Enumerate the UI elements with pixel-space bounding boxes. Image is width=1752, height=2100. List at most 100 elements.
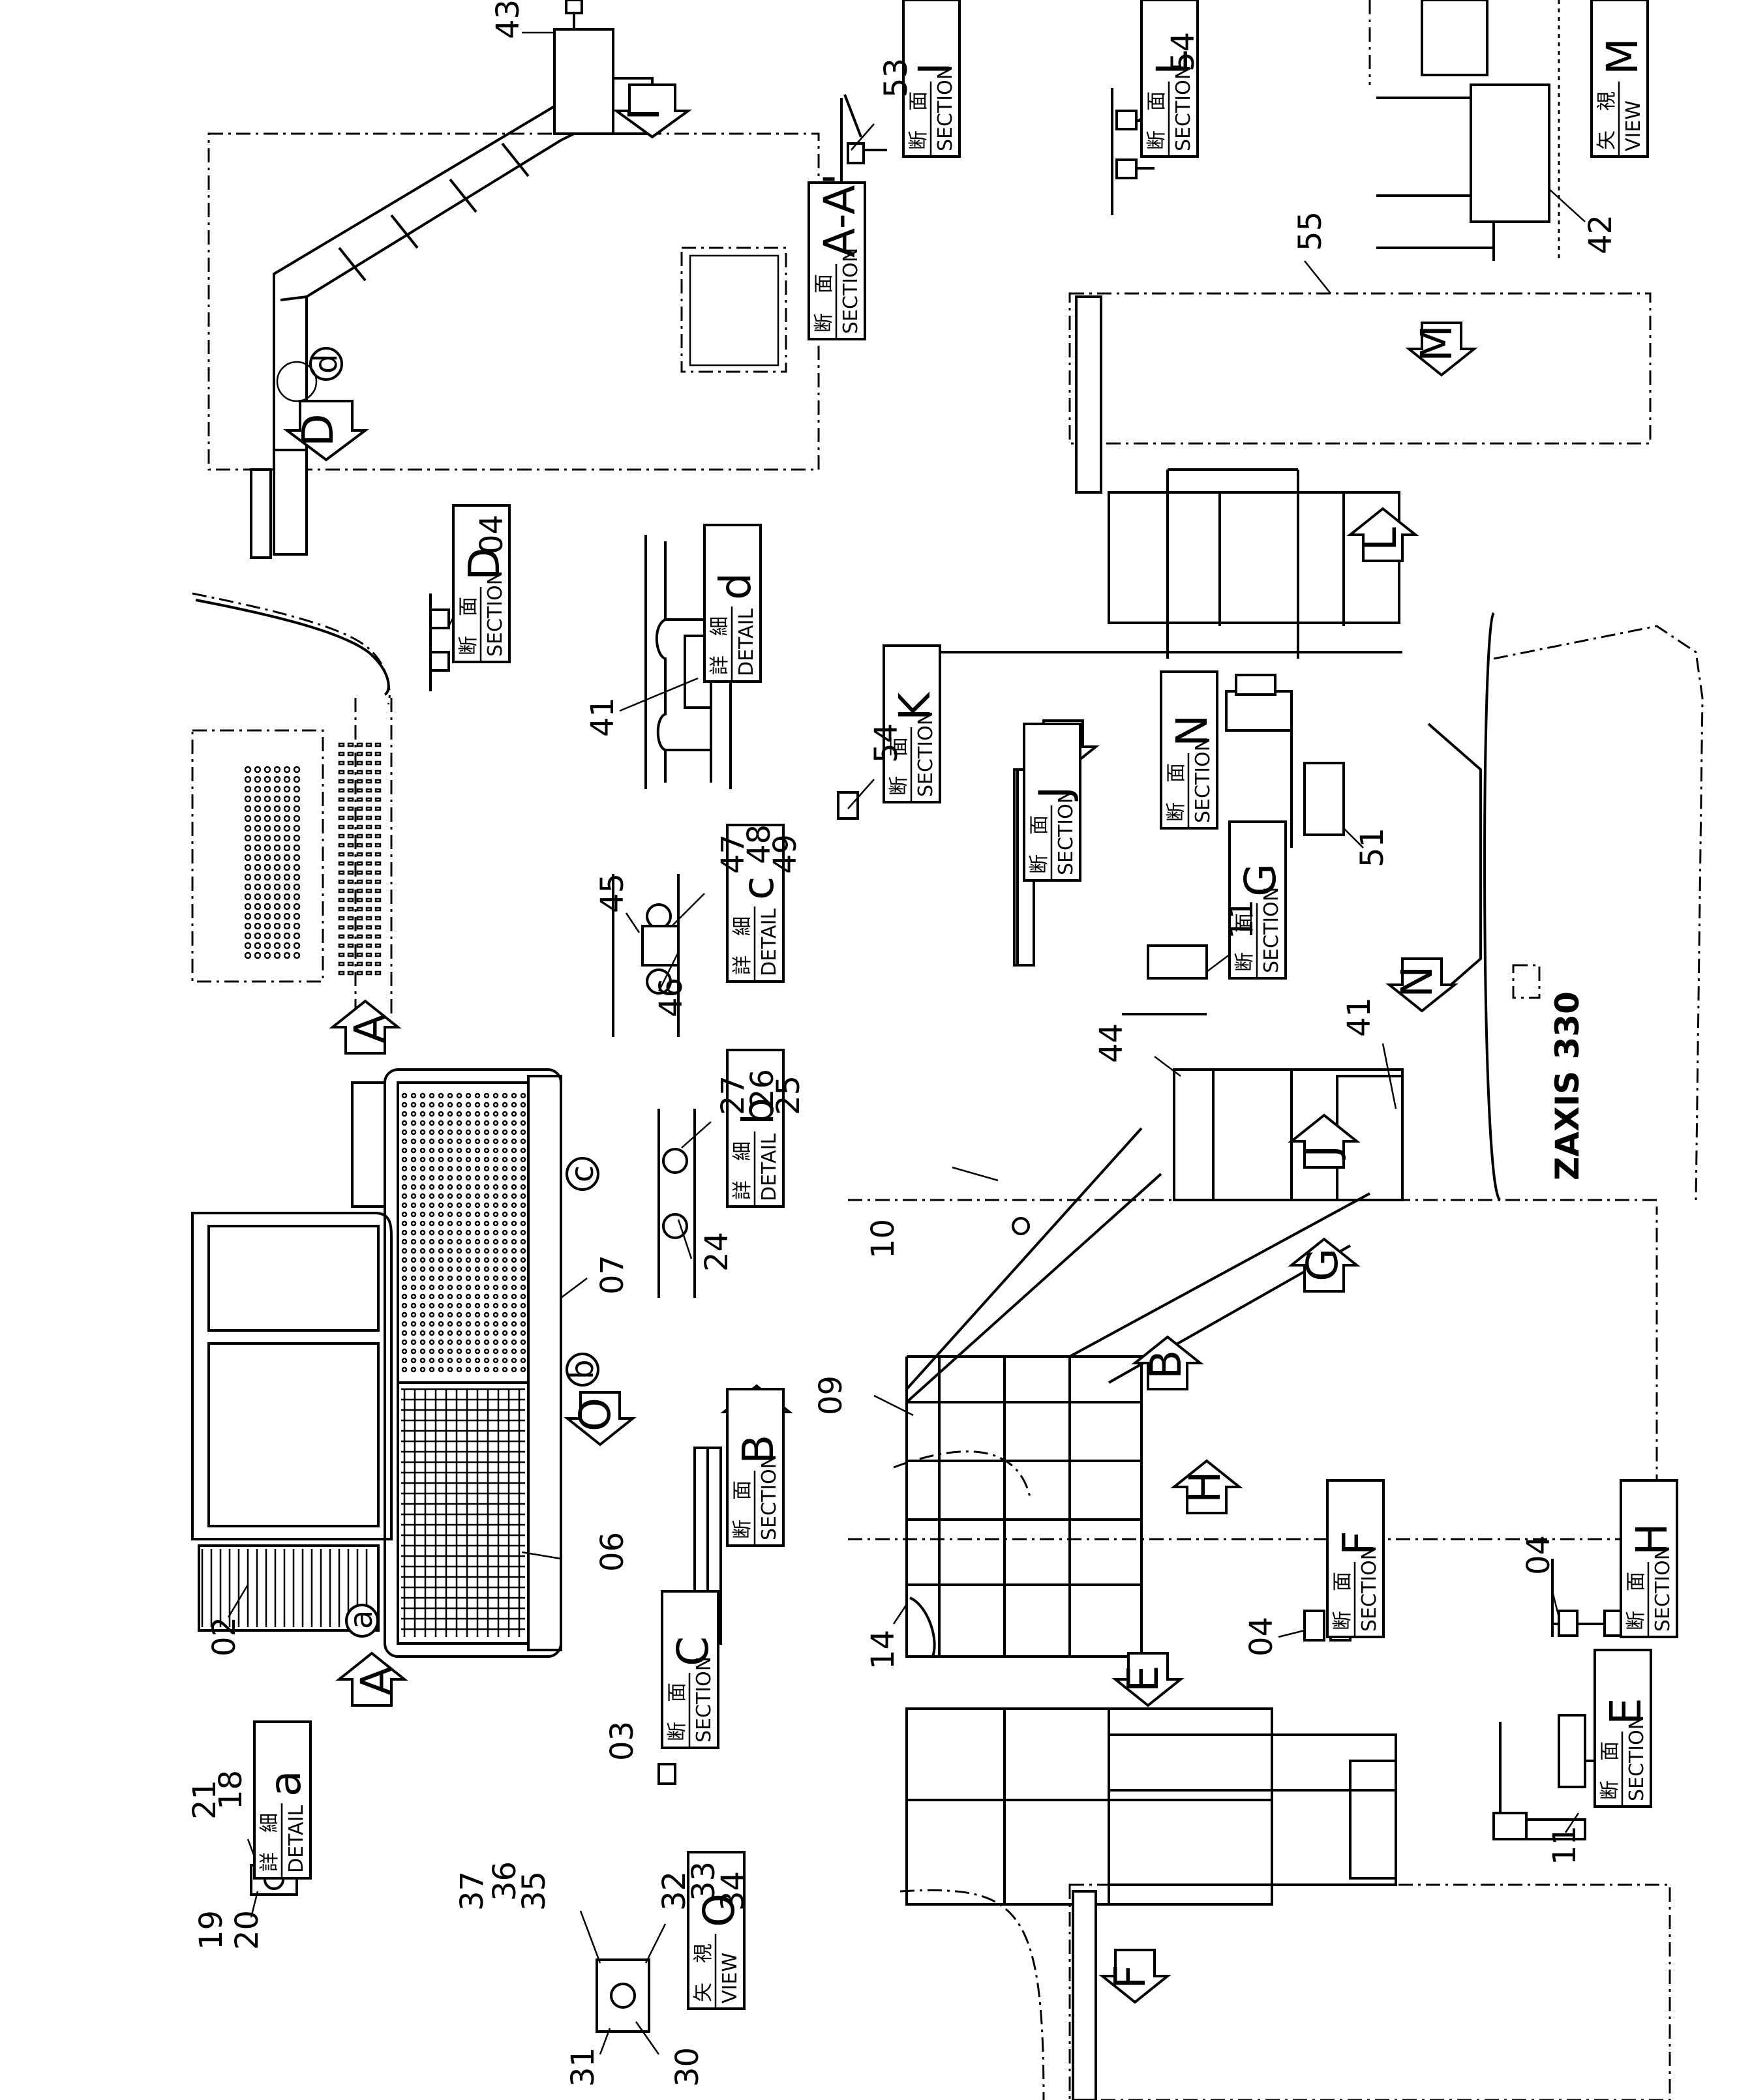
label-jp-text: 断 面 [1331, 1572, 1354, 1630]
label-letter: L [1147, 51, 1198, 75]
detail-circle-d: d [276, 347, 344, 402]
label-en-text: SECTION [1055, 789, 1078, 875]
part-36: 36 [487, 1861, 523, 1901]
label-en-text: VIEW [1622, 100, 1645, 151]
label-jp-text: 断 面 [1599, 1741, 1622, 1800]
section-arrow-e: E [1111, 1652, 1185, 1707]
part-18: 18 [213, 1770, 249, 1810]
label-en-text: SECTION [1192, 737, 1215, 823]
label-jp-text: 断 面 [1028, 815, 1051, 874]
label-jp-text: 詳 細 [731, 1141, 754, 1200]
label-en-text: SECTION [1625, 1715, 1648, 1801]
label-letter: c [733, 877, 783, 900]
part-35: 35 [516, 1871, 552, 1911]
grating-pattern [201, 1092, 526, 1637]
section-arrow-f: F [1098, 1949, 1171, 2004]
part-45: 45 [594, 873, 631, 913]
stair-assembly-top [207, 0, 820, 559]
model-badge: ZAXIS 330 [1548, 991, 1586, 1180]
radiator-grille [244, 742, 382, 976]
arrow-letter-i: I [619, 108, 669, 121]
label-jp-text: 断 面 [888, 737, 911, 796]
part-33: 33 [686, 1861, 722, 1901]
label-jp-text: 断 面 [457, 597, 480, 655]
label-letter: b [733, 1098, 783, 1125]
part-46: 46 [653, 978, 689, 1017]
arrow-letter-e: E [1118, 1665, 1168, 1692]
label-letter: D [459, 547, 509, 580]
section-arrow-h: H [1170, 1459, 1243, 1514]
part-06: 06 [594, 1532, 631, 1572]
part-43: 43 [490, 0, 526, 39]
part-34: 34 [715, 1871, 751, 1911]
label-jp-text: 断 面 [1233, 913, 1256, 972]
part-11-mid: 11 [1224, 899, 1260, 939]
arrow-letter-f: F [1105, 1964, 1155, 1989]
part-55: 55 [1292, 211, 1329, 251]
section-arrow-g: G [1288, 1237, 1361, 1293]
detail-c [612, 874, 680, 1037]
label-en-text: SECTION [1358, 1546, 1381, 1632]
arrow-letter-n: N [1392, 966, 1442, 998]
part-04-mid: 04 [1243, 1617, 1280, 1657]
part-24: 24 [699, 1232, 735, 1272]
part-54-top: 54 [1165, 32, 1201, 72]
label-letter: a [260, 1771, 310, 1797]
part-48: 48 [741, 824, 778, 864]
label-jp-text: 断 面 [731, 1480, 754, 1539]
part-02: 02 [206, 1617, 243, 1657]
part-54-mid: 54 [868, 723, 905, 763]
section-d-detail [429, 593, 450, 691]
label-en-text: DETAIL [735, 608, 758, 676]
label-letter: J [1030, 787, 1080, 802]
arrow-letter-h: H [1180, 1471, 1230, 1503]
part-03: 03 [604, 1721, 641, 1761]
label-en-text: SECTION [1172, 65, 1195, 151]
arrow-letter-a-bottom: A [352, 1666, 402, 1696]
part-14: 14 [865, 1630, 901, 1670]
section-arrow-o: O [564, 1391, 637, 1447]
arrow-letter-m: M [1412, 325, 1462, 362]
label-letter: K [890, 691, 940, 721]
part-25: 25 [770, 1075, 807, 1115]
detail-circle-a: a [343, 1604, 380, 1638]
label-jp-text: 断 面 [1145, 91, 1168, 150]
part-42: 42 [1582, 215, 1619, 254]
label-letter: F [1333, 1531, 1383, 1555]
part-53: 53 [878, 58, 914, 98]
part-37: 37 [454, 1871, 491, 1911]
part-51: 51 [1354, 828, 1391, 867]
label-en-text: DETAIL [758, 908, 781, 976]
part-19: 19 [193, 1910, 230, 1950]
label-letter: C [668, 1636, 718, 1666]
section-arrow-j: J [1288, 1113, 1361, 1169]
part-44: 44 [1093, 1023, 1130, 1063]
cab-roof-outline [191, 592, 393, 1017]
label-en-text: SECTION [839, 248, 862, 334]
label-letter: B [733, 1435, 783, 1464]
label-en-text: DETAIL [285, 1805, 308, 1873]
label-jp-text: 断 面 [813, 274, 836, 333]
section-arrow-m: M [1405, 322, 1478, 377]
detail-circle-c: c [564, 1157, 601, 1191]
svg-text:b: b [564, 1360, 601, 1379]
part-21: 21 [187, 1780, 223, 1820]
label-letter: d [710, 573, 761, 600]
label-letter: O [694, 1893, 744, 1927]
part-27: 27 [715, 1075, 751, 1115]
label-letter: I [909, 63, 959, 75]
label-jp-text: 矢 視 [1595, 91, 1618, 150]
label-en-text: SECTION [693, 1657, 716, 1743]
